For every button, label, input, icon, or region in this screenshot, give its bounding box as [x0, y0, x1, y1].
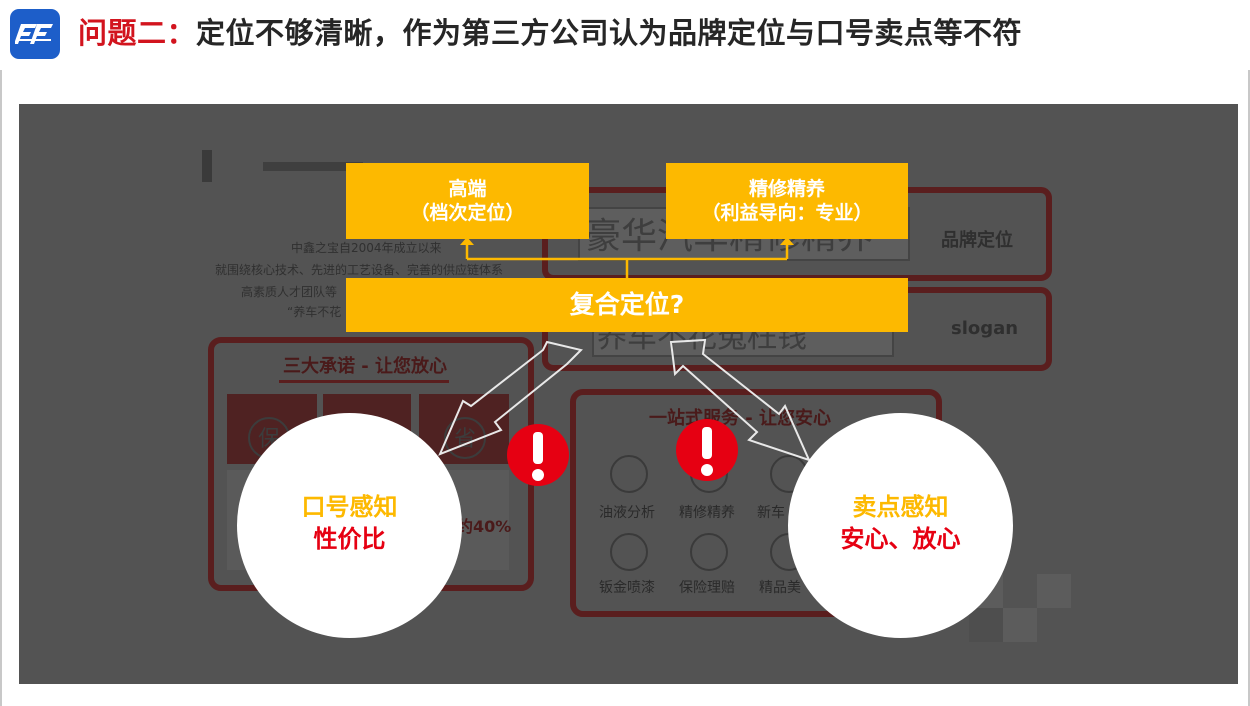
precision-box: 精修精养 （利益导向：专业）: [666, 163, 908, 239]
high-end-box: 高端 （档次定位）: [346, 163, 589, 239]
title-prefix: 问题二：: [78, 16, 197, 50]
company-logo: [10, 9, 60, 59]
service-5: 保险理赔: [679, 580, 735, 596]
slogan-label: slogan: [951, 318, 1018, 339]
ad-panel: 豪华汽车精修精养 品牌定位 养车不花冤枉钱 slogan 中鑫之宝自2004年成…: [19, 104, 1238, 684]
service-3: 新车: [757, 504, 785, 521]
intro-line-4: “养车不花: [287, 304, 341, 319]
page-title: 问题二：定位不够清晰，作为第三方公司认为品牌定位与口号卖点等不符: [78, 10, 1022, 56]
alert-icon: [507, 424, 569, 486]
high-end-title: 高端: [448, 178, 487, 200]
slogan-perception-circle: 口号感知 性价比: [237, 413, 462, 638]
alert-icon: [676, 419, 738, 481]
frame-border-left: [0, 70, 2, 706]
intro-line-3: 高素质人才团队等: [241, 284, 337, 299]
intro-line-1: 中鑫之宝自2004年成立以来: [291, 240, 442, 255]
intro-line-2: 就围绕核心技术、先进的工艺设备、完善的供应链体系: [215, 262, 503, 277]
background-ad-image: 豪华汽车精修精养 品牌定位 养车不花冤枉钱 slogan 中鑫之宝自2004年成…: [202, 150, 1071, 642]
precision-title: 精修精养: [748, 178, 825, 200]
promise-saving: 约40%: [457, 517, 511, 536]
promise-char-sheng: 省: [454, 427, 476, 452]
logo-mark-icon: [15, 24, 53, 44]
service-title: 一站式服务 - 让您安心: [649, 407, 831, 429]
promise-title: 三大承诺 - 让您放心: [283, 355, 447, 377]
service-2: 精修精养: [679, 505, 735, 521]
service-1: 油液分析: [599, 505, 655, 521]
title-text: 定位不够清晰，作为第三方公司认为品牌定位与口号卖点等不符: [196, 16, 1023, 50]
service-6: 精品美: [759, 580, 801, 596]
service-4: 钣金喷漆: [599, 580, 655, 596]
precision-subtitle: （利益导向：专业）: [701, 202, 873, 224]
selling-point-title: 卖点感知: [852, 493, 949, 521]
slogan-perception-title: 口号感知: [301, 493, 398, 521]
slogan-perception-value: 性价比: [313, 525, 386, 553]
composite-positioning-box: 复合定位?: [346, 278, 908, 332]
selling-point-value: 安心、放心: [840, 525, 961, 553]
brand-positioning-label: 品牌定位: [941, 229, 1013, 251]
frame-border-right: [1248, 70, 1250, 706]
header-bar: 问题二：定位不够清晰，作为第三方公司认为品牌定位与口号卖点等不符: [0, 0, 1250, 70]
high-end-subtitle: （档次定位）: [410, 202, 525, 224]
selling-point-circle: 卖点感知 安心、放心: [788, 413, 1013, 638]
